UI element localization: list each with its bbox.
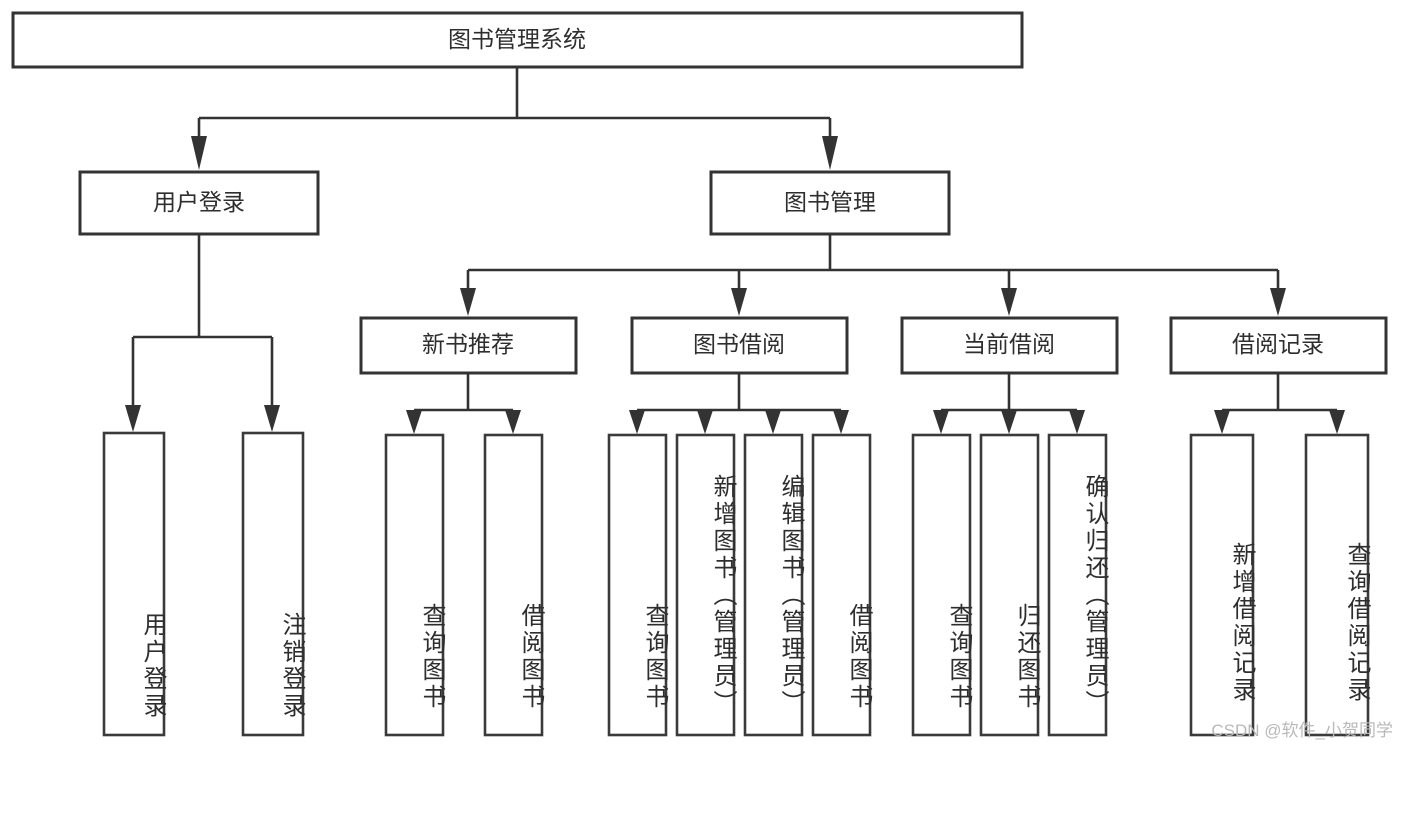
arrow-newbook-leaf-1 xyxy=(406,410,422,434)
node-new-book-recommend-label: 新书推荐 xyxy=(422,331,514,357)
arrow-bookborrow-leaf-3 xyxy=(765,410,781,434)
node-current-borrow-label: 当前借阅 xyxy=(963,331,1055,357)
node-book-manage-label: 图书管理 xyxy=(784,189,876,215)
arrow-to-new-book xyxy=(460,288,476,316)
leaf-box-book-borrow-2[interactable] xyxy=(675,433,736,737)
leaf-box-new-book-1[interactable] xyxy=(384,433,445,737)
arrow-currentborrow-leaf-2 xyxy=(1001,410,1017,434)
node-book-manage[interactable]: 图书管理 xyxy=(709,170,951,236)
arrow-newbook-leaf-2 xyxy=(505,410,521,434)
node-current-borrow[interactable]: 当前借阅 xyxy=(900,316,1119,375)
leaf-box-user-login-1[interactable] xyxy=(102,431,166,737)
node-book-borrow[interactable]: 图书借阅 xyxy=(630,316,849,375)
leaf-box-new-book-2[interactable] xyxy=(483,433,544,737)
nodes-layer: 图书管理系统 用户登录 图书管理 新书推荐 图书借阅 当前 xyxy=(11,11,1388,737)
diagram-canvas: 图书管理系统 用户登录 图书管理 新书推荐 图书借阅 当前 xyxy=(11,11,1388,737)
arrow-bookborrow-leaf-4 xyxy=(833,410,849,434)
leaf-box-book-borrow-4[interactable] xyxy=(811,433,872,737)
leaf-box-borrow-record-1[interactable] xyxy=(1189,433,1255,737)
arrow-bookborrow-leaf-2 xyxy=(697,410,713,434)
leaf-box-borrow-record-2[interactable] xyxy=(1304,433,1370,737)
arrow-borrowrecord-leaf-2 xyxy=(1329,410,1345,434)
arrow-to-borrow-record xyxy=(1270,288,1286,316)
node-book-borrow-label: 图书借阅 xyxy=(693,331,785,357)
arrow-to-book-manage xyxy=(822,136,838,170)
leaf-box-user-login-2[interactable] xyxy=(241,431,305,737)
arrow-userlogin-leaf-1 xyxy=(125,405,141,432)
arrow-to-current-borrow xyxy=(1001,288,1017,316)
leaf-box-current-borrow-2[interactable] xyxy=(979,433,1040,737)
node-new-book-recommend[interactable]: 新书推荐 xyxy=(359,316,578,375)
csdn-watermark: CSDN @软件_小贺同学 xyxy=(1211,721,1393,740)
leaf-box-book-borrow-1[interactable] xyxy=(607,433,668,737)
arrow-bookborrow-leaf-1 xyxy=(629,410,645,434)
leaf-box-current-borrow-3[interactable] xyxy=(1047,433,1108,737)
leaf-box-book-borrow-3[interactable] xyxy=(743,433,804,737)
arrow-to-book-borrow xyxy=(731,288,747,316)
node-borrow-record[interactable]: 借阅记录 xyxy=(1169,316,1388,375)
node-user-login-label: 用户登录 xyxy=(153,189,245,215)
arrow-borrowrecord-leaf-1 xyxy=(1214,410,1230,434)
arrow-currentborrow-leaf-3 xyxy=(1069,410,1085,434)
org-chart-diagram: 图书管理系统 用户登录 图书管理 新书推荐 图书借阅 当前 xyxy=(11,11,1393,740)
node-root[interactable]: 图书管理系统 xyxy=(11,11,1024,69)
leaf-box-current-borrow-1[interactable] xyxy=(911,433,972,737)
node-root-label: 图书管理系统 xyxy=(448,26,586,52)
arrow-to-user-login xyxy=(191,136,207,170)
arrow-currentborrow-leaf-1 xyxy=(933,410,949,434)
node-user-login[interactable]: 用户登录 xyxy=(78,170,320,236)
arrow-userlogin-leaf-2 xyxy=(264,405,280,432)
connectors-layer xyxy=(125,68,1345,434)
node-borrow-record-label: 借阅记录 xyxy=(1232,331,1324,357)
